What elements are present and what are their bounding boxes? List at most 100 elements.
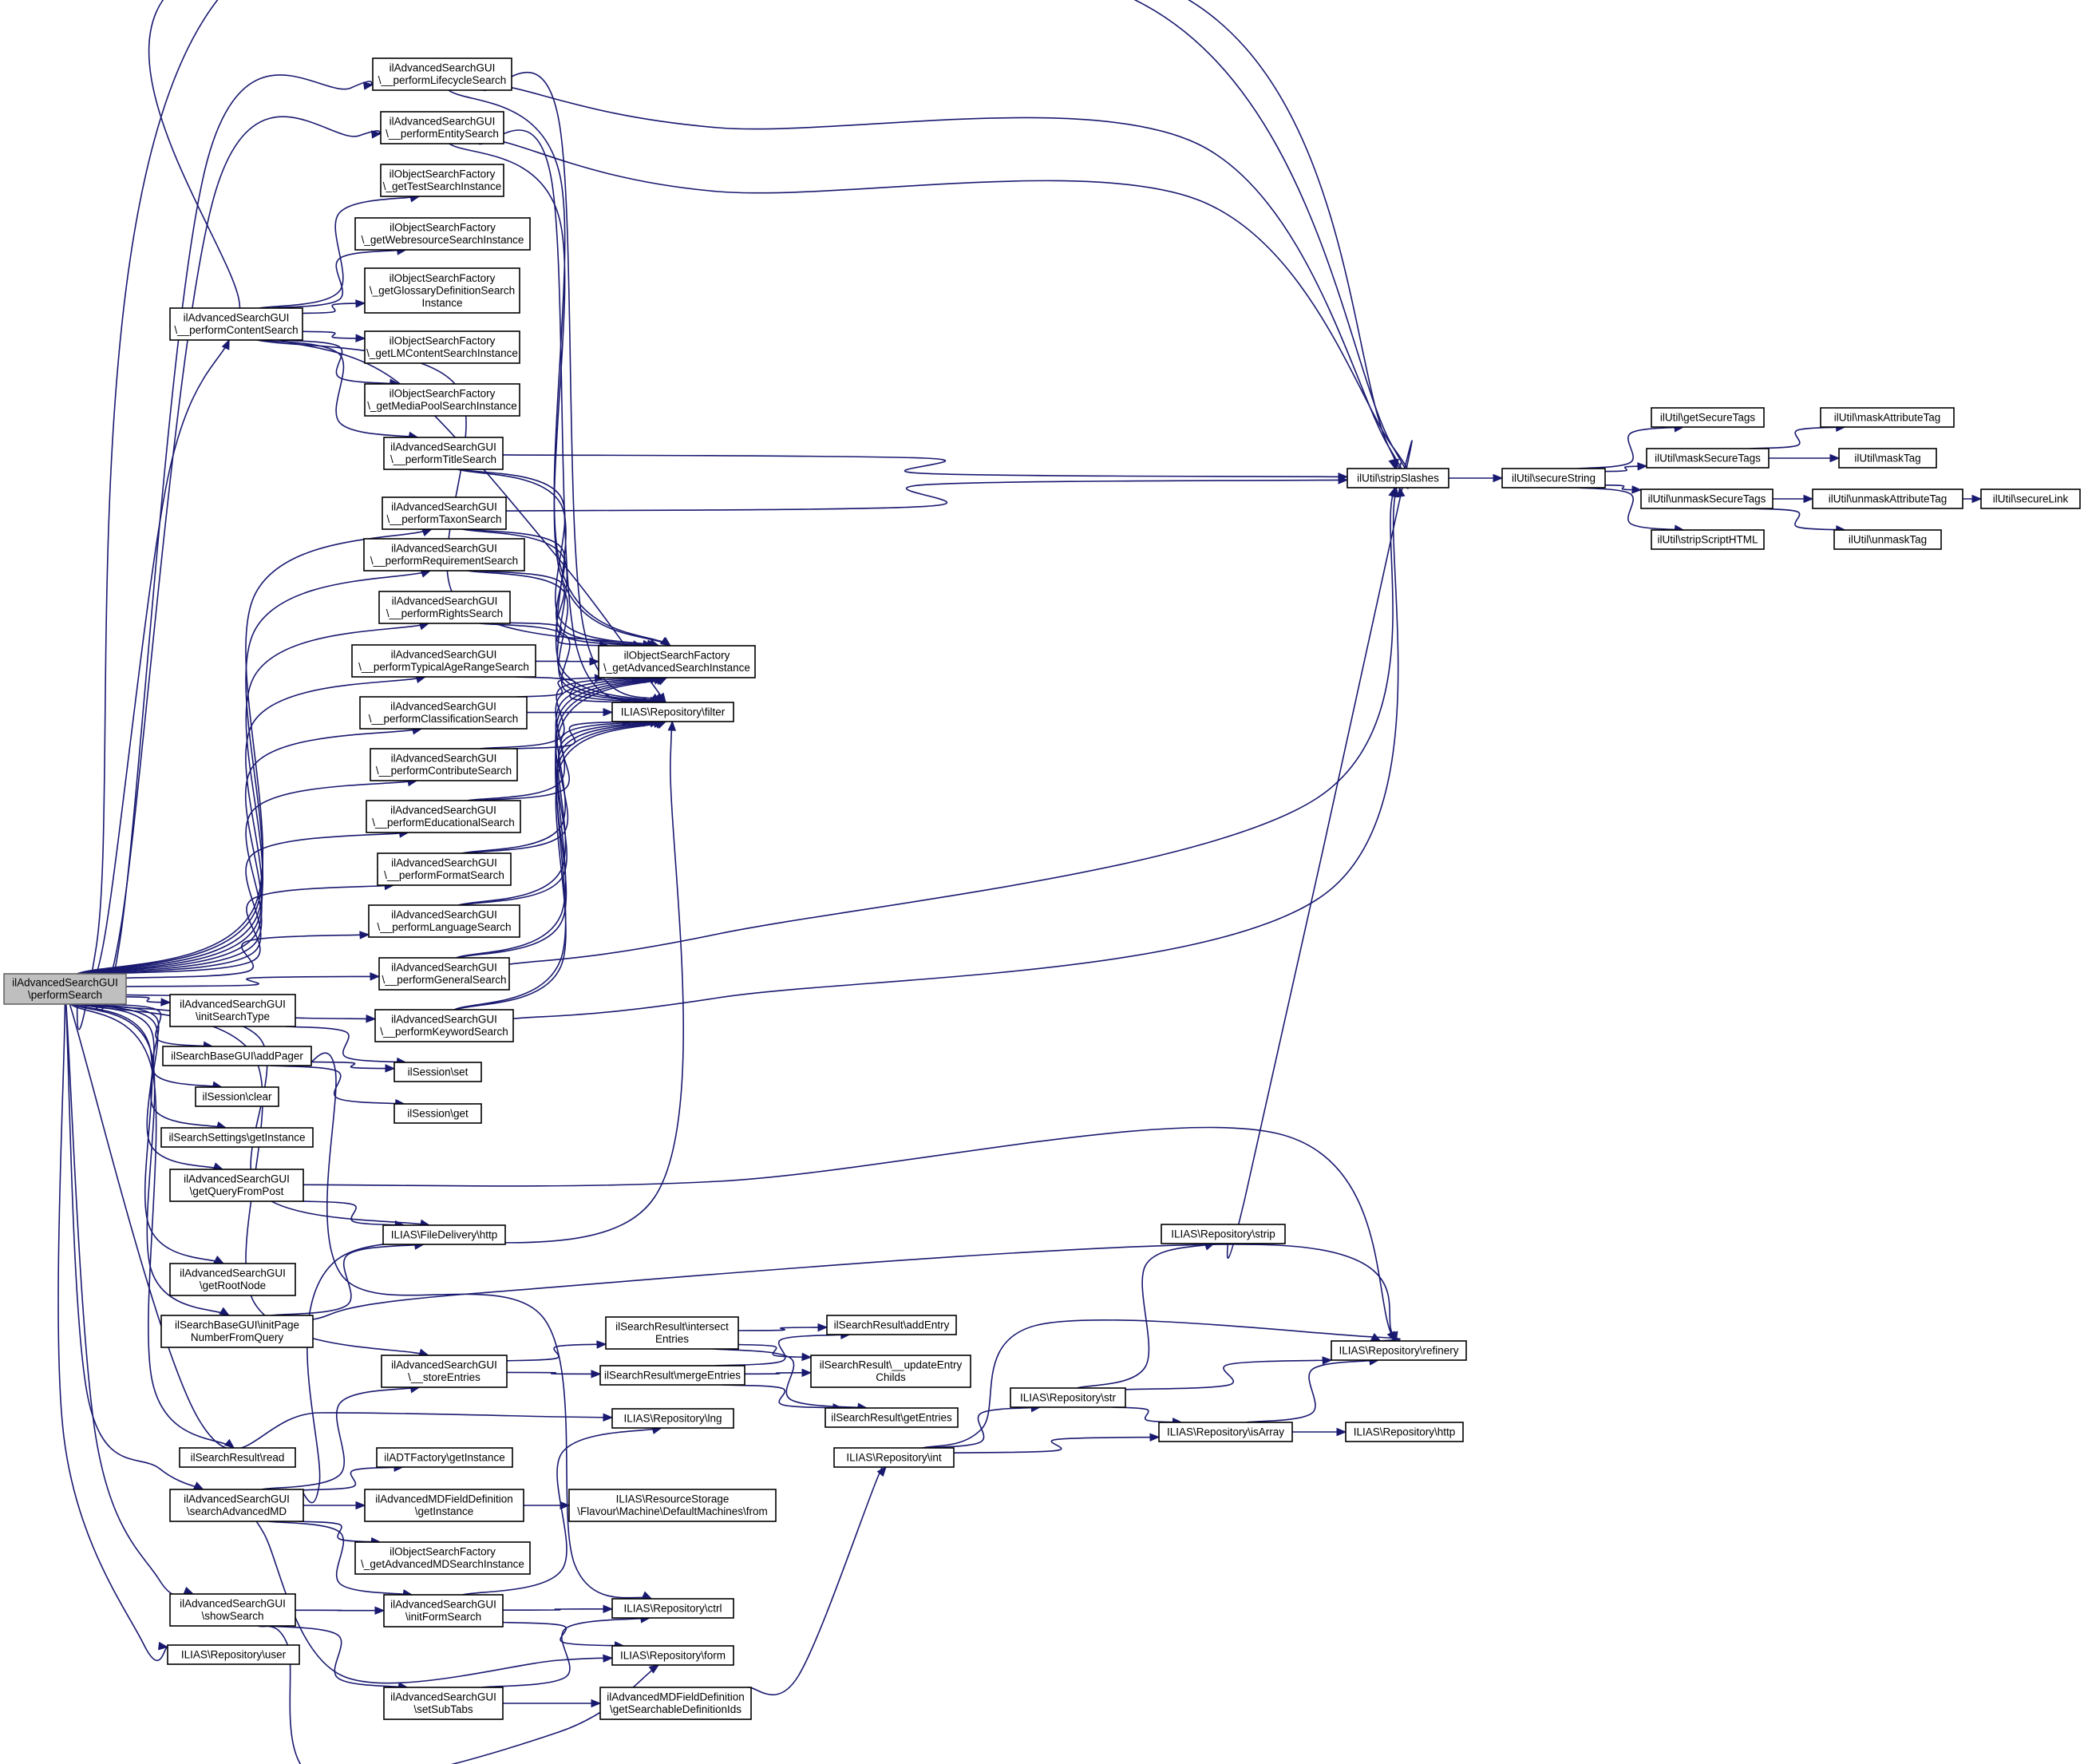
node-lifecycle[interactable]: ilAdvancedSearchGUI\__performLifecycleSe… [372, 57, 512, 91]
node-requirement[interactable]: ilAdvancedSearchGUI\__performRequirement… [363, 538, 525, 572]
node-format[interactable]: ilAdvancedSearchGUI\__performFormatSearc… [377, 852, 512, 886]
node-label: ilAdvancedSearchGUI [184, 1173, 290, 1185]
edge-secureString-to-unmaskSecureTags [1604, 484, 1643, 494]
node-getWebres[interactable]: ilObjectSearchFactory\_getWebresourceSea… [354, 217, 531, 251]
node-stripSlashes[interactable]: ilUtil\stripSlashes [1346, 468, 1449, 488]
node-label: ilAdvancedSearchGUI [184, 1493, 290, 1505]
node-getGlossary[interactable]: ilObjectSearchFactory\_getGlossaryDefini… [364, 267, 520, 314]
node-contribute[interactable]: ilAdvancedSearchGUI\__performContributeS… [370, 748, 518, 781]
node-sessionClear[interactable]: ilSession\clear [195, 1086, 279, 1107]
node-rights[interactable]: ilAdvancedSearchGUI\__performRightsSearc… [378, 591, 511, 624]
node-box [169, 1263, 296, 1296]
node-mdFieldGetInstance[interactable]: ilAdvancedMDFieldDefinition\getInstance [364, 1489, 524, 1522]
node-lng[interactable]: ILIAS\Repository\lng [611, 1408, 734, 1429]
edge-format-to-filter [467, 719, 660, 854]
node-label: ilSearchResult\__updateEntry [820, 1359, 963, 1371]
node-initSearchType[interactable]: ilAdvancedSearchGUI\initSearchType [169, 994, 296, 1027]
node-maskAttributeTag[interactable]: ilUtil\maskAttributeTag [1820, 407, 1955, 428]
node-getLM[interactable]: ilObjectSearchFactory\_getLMContentSearc… [364, 330, 520, 364]
node-getRootNode[interactable]: ilAdvancedSearchGUI\getRootNode [169, 1263, 296, 1296]
node-resourceFrom[interactable]: ILIAS\ResourceStorage\Flavour\Machine\De… [568, 1489, 777, 1522]
node-fileDeliveryHttp[interactable]: ILIAS\FileDelivery\http [382, 1224, 506, 1245]
node-initFormSearch[interactable]: ilAdvancedSearchGUI\initFormSearch [383, 1594, 504, 1628]
node-label: ILIAS\Repository\isArray [1167, 1426, 1284, 1438]
node-educational[interactable]: ilAdvancedSearchGUI\__performEducational… [366, 800, 521, 833]
node-repoForm[interactable]: ILIAS\Repository\form [611, 1645, 734, 1666]
node-label: ilObjectSearchFactory [390, 168, 496, 180]
node-maskSecureTags[interactable]: ilUtil\maskSecureTags [1646, 448, 1770, 469]
node-box [1833, 529, 1942, 550]
node-box [363, 538, 525, 572]
node-filter[interactable]: ILIAS\Repository\filter [611, 702, 734, 722]
node-searchableDefIds[interactable]: ilAdvancedMDFieldDefinition\getSearchabl… [599, 1687, 752, 1720]
node-sessionSet[interactable]: ilSession\set [393, 1062, 482, 1082]
node-getAdvancedMD[interactable]: ilObjectSearchFactory\_getAdvancedMDSear… [354, 1541, 531, 1575]
node-label: ILIAS\FileDelivery\http [391, 1228, 498, 1240]
node-sessionGet[interactable]: ilSession\get [393, 1103, 482, 1124]
node-repoUser[interactable]: ILIAS\Repository\user [167, 1644, 300, 1665]
node-stripScriptHTML[interactable]: ilUtil\stripScriptHTML [1651, 529, 1765, 550]
node-repoStrip[interactable]: ILIAS\Repository\strip [1161, 1224, 1286, 1244]
node-repoHttp[interactable]: ILIAS\Repository\http [1345, 1422, 1464, 1442]
node-keyword[interactable]: ilAdvancedSearchGUI\__performKeywordSear… [374, 1009, 514, 1042]
node-mergeEntries[interactable]: ilSearchResult\mergeEntries [599, 1365, 745, 1386]
node-secureLink[interactable]: ilUtil\secureLink [1980, 488, 2081, 509]
arrowhead [1829, 453, 1841, 463]
arrowhead [817, 1323, 828, 1332]
node-box [380, 164, 504, 197]
node-label: ilAdvancedSearchGUI [180, 1598, 286, 1610]
node-getQueryFromPost[interactable]: ilAdvancedSearchGUI\getQueryFromPost [169, 1169, 304, 1202]
node-label: ilSearchResult\intersect [615, 1321, 729, 1333]
node-ctrl[interactable]: ILIAS\Repository\ctrl [611, 1598, 734, 1619]
node-entity[interactable]: ilAdvancedSearchGUI\__performEntitySearc… [380, 111, 504, 144]
node-general[interactable]: ilAdvancedSearchGUI\__performGeneralSear… [378, 957, 510, 991]
node-secureString[interactable]: ilUtil\secureString [1501, 468, 1606, 488]
node-storeEntries[interactable]: ilAdvancedSearchGUI\__storeEntries [381, 1355, 508, 1388]
node-getTest[interactable]: ilObjectSearchFactory\_getTestSearchInst… [380, 164, 504, 197]
node-getMediaPool[interactable]: ilObjectSearchFactory\_getMediaPoolSearc… [364, 383, 520, 417]
node-showSearch[interactable]: ilAdvancedSearchGUI\showSearch [169, 1593, 296, 1627]
node-box [1640, 488, 1774, 509]
edge-root-to-lng [69, 1003, 614, 1450]
node-box [160, 1127, 314, 1148]
node-getSecureTags[interactable]: ilUtil\getSecureTags [1651, 407, 1765, 428]
node-label: ilUtil\unmaskTag [1849, 533, 1927, 545]
node-repoStr[interactable]: ILIAS\Repository\str [1010, 1387, 1126, 1408]
node-setSubTabs[interactable]: ilAdvancedSearchGUI\setSubTabs [383, 1687, 504, 1720]
node-resultRead[interactable]: ilSearchResult\read [179, 1447, 296, 1468]
node-typicalAge[interactable]: ilAdvancedSearchGUI\__performTypicalAgeR… [351, 644, 536, 678]
node-box [1812, 488, 1963, 509]
node-repoInt[interactable]: ILIAS\Repository\int [833, 1447, 955, 1468]
node-getEntries[interactable]: ilSearchResult\getEntries [825, 1407, 959, 1428]
node-taxon[interactable]: ilAdvancedSearchGUI\__performTaxonSearch [382, 496, 507, 530]
node-unmaskAttributeTag[interactable]: ilUtil\unmaskAttributeTag [1812, 488, 1963, 509]
node-searchAdvancedMD[interactable]: ilAdvancedSearchGUI\searchAdvancedMD [169, 1489, 304, 1522]
node-label: \__performEducationalSearch [372, 817, 515, 829]
node-unmaskSecureTags[interactable]: ilUtil\unmaskSecureTags [1640, 488, 1774, 509]
node-refinery[interactable]: ILIAS\Repository\refinery [1331, 1340, 1467, 1361]
node-language[interactable]: ilAdvancedSearchGUI\__performLanguageSea… [368, 904, 520, 938]
node-unmaskTag[interactable]: ilUtil\unmaskTag [1833, 529, 1942, 550]
node-addPager[interactable]: ilSearchBaseGUI\addPager [162, 1046, 312, 1066]
arrowhead [876, 1465, 887, 1477]
node-adtGetInstance[interactable]: ilADTFactory\getInstance [376, 1447, 513, 1468]
node-label: \__performTaxonSearch [386, 513, 501, 525]
node-settingsGetInstance[interactable]: ilSearchSettings\getInstance [160, 1127, 314, 1148]
node-isArray[interactable]: ILIAS\Repository\isArray [1158, 1422, 1293, 1442]
node-title[interactable]: ilAdvancedSearchGUI\__performTitleSearch [383, 437, 504, 470]
node-classification[interactable]: ilAdvancedSearchGUI\__performClassificat… [359, 696, 528, 730]
node-label: ilAdvancedSearchGUI [391, 753, 497, 765]
node-maskTag[interactable]: ilUtil\maskTag [1838, 448, 1937, 469]
node-label: ILIAS\Repository\refinery [1339, 1344, 1458, 1356]
node-getAdvanced[interactable]: ilObjectSearchFactory\_getAdvancedSearch… [598, 645, 756, 678]
node-box [611, 1645, 734, 1666]
edge-intersect-to-addEntry [738, 1323, 828, 1332]
node-addEntry[interactable]: ilSearchResult\addEntry [826, 1315, 957, 1335]
edge-initFormSearch-to-ctrl [502, 1604, 614, 1614]
node-root[interactable]: ilAdvancedSearchGUI\performSearch [3, 973, 127, 1005]
node-content[interactable]: ilAdvancedSearchGUI\__performContentSear… [169, 307, 303, 341]
